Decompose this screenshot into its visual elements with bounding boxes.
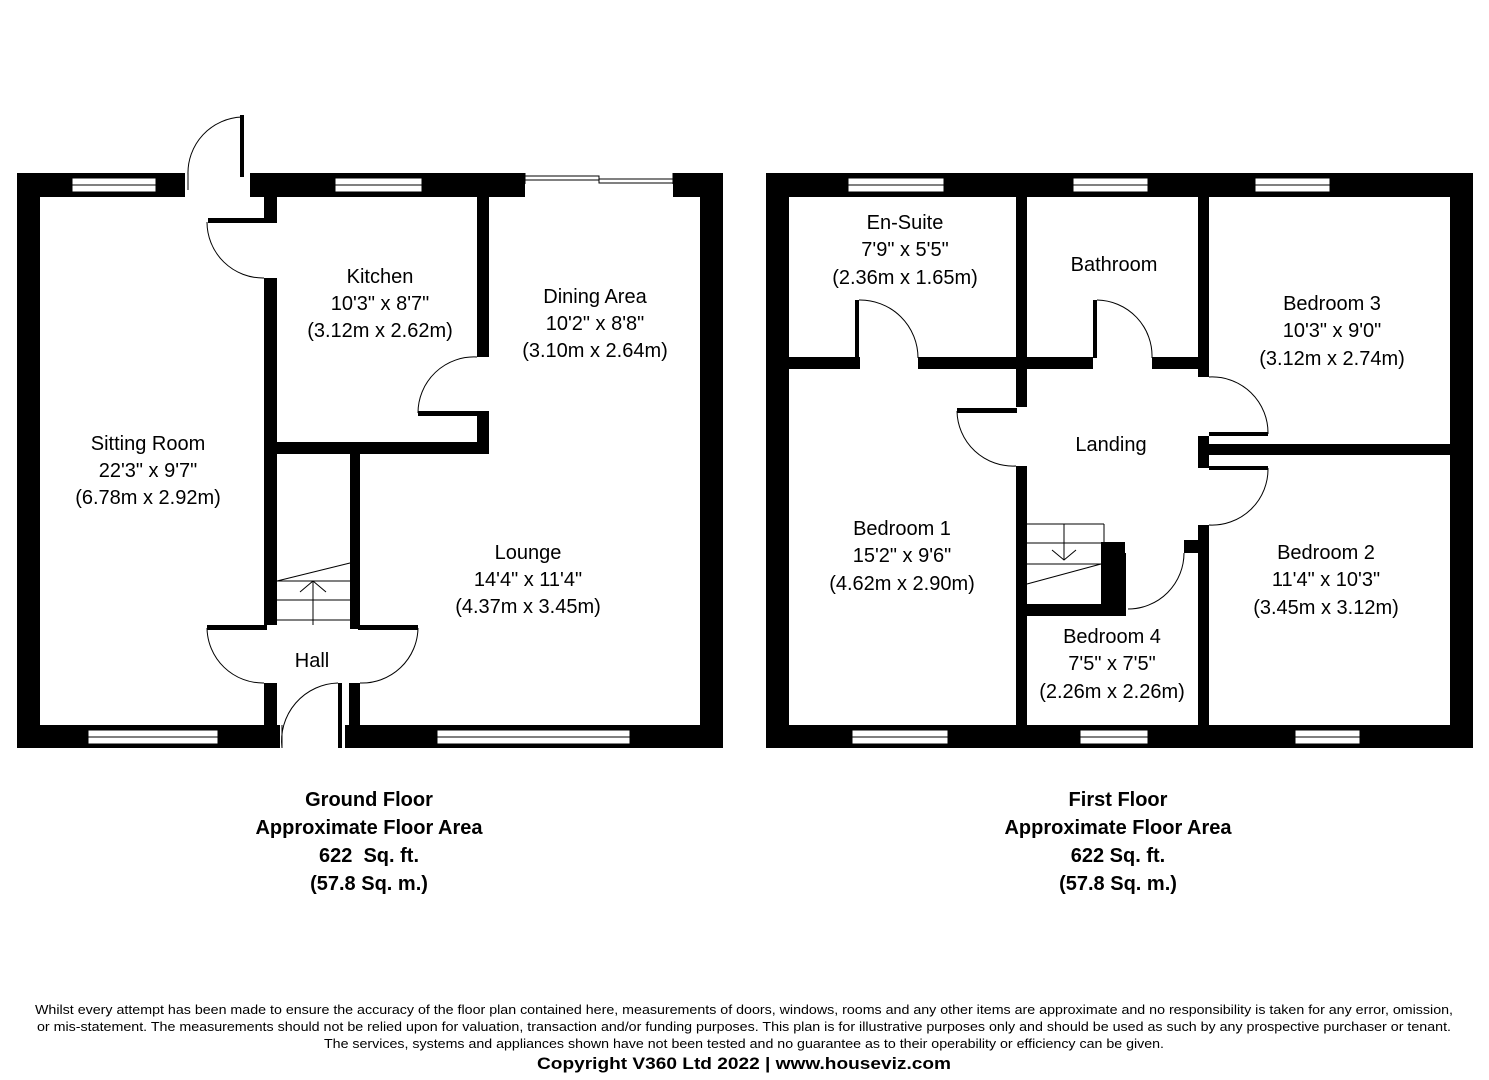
first-floor-stairs [1026,523,1105,585]
floor-title: Ground Floor [305,789,433,811]
floor-area-sqm: (57.8 Sq. m.) [310,873,428,895]
ground-floor-windows [71,177,631,745]
room-imperial: 15'2" x 9'6" [853,545,952,567]
ground-floor-stairs [276,562,351,625]
ground-floor-labels: Sitting Room 22'3" x 9'7" (6.78m x 2.92m… [75,266,668,672]
room-name: Hall [295,650,329,672]
room-name: Landing [1075,434,1146,456]
room-name: En-Suite [867,212,944,234]
floor-area-sqm: (57.8 Sq. m.) [1059,873,1177,895]
room-metric: (3.12m x 2.62m) [307,320,453,342]
room-imperial: 22'3" x 9'7" [99,460,198,482]
room-name: Kitchen [347,266,414,288]
copyright: Copyright V360 Ltd 2022 | www.houseviz.c… [537,1054,951,1073]
room-metric: (4.62m x 2.90m) [829,573,975,595]
room-imperial: 10'3" x 9'0" [1283,320,1382,342]
sliding-door [524,173,674,184]
first-floor-labels: En-Suite 7'9" x 5'5" (2.36m x 1.65m) Bat… [829,212,1405,703]
ground-floor-plan: Sitting Room 22'3" x 9'7" (6.78m x 2.92m… [17,115,723,895]
room-name: Dining Area [543,286,647,308]
room-name: Bathroom [1071,254,1158,276]
room-name: Bedroom 4 [1063,626,1161,648]
room-imperial: 10'2" x 8'8" [546,313,645,335]
room-metric: (2.36m x 1.65m) [832,267,978,289]
ground-floor-caption: Ground Floor Approximate Floor Area 622 … [255,789,483,895]
floor-area-sqft: 622 Sq. ft. [1071,845,1165,867]
room-name: Sitting Room [91,433,206,455]
first-floor-plan: En-Suite 7'9" x 5'5" (2.36m x 1.65m) Bat… [766,173,1473,895]
room-imperial: 14'4" x 11'4" [474,569,582,591]
room-imperial: 7'9" x 5'5" [861,239,948,261]
first-floor-windows [847,177,1361,745]
room-metric: (3.45m x 3.12m) [1253,597,1399,619]
room-metric: (2.26m x 2.26m) [1039,681,1185,703]
floor-area-label: Approximate Floor Area [255,817,483,839]
room-imperial: 10'3" x 8'7" [331,293,430,315]
room-metric: (3.12m x 2.74m) [1259,348,1405,370]
first-floor-caption: First Floor Approximate Floor Area 622 S… [1004,789,1232,895]
room-name: Bedroom 3 [1283,293,1381,315]
floor-title: First Floor [1069,789,1168,811]
footer: Whilst every attempt has been made to en… [35,1003,1453,1073]
room-imperial: 11'4" x 10'3" [1272,569,1380,591]
ground-floor-doors [187,115,478,749]
floor-area-label: Approximate Floor Area [1004,817,1232,839]
room-metric: (6.78m x 2.92m) [75,487,221,509]
room-metric: (3.10m x 2.64m) [522,340,668,362]
first-floor-doors [855,299,1269,610]
disclaimer-line: or mis-statement. The measurements shoul… [37,1020,1451,1034]
floor-area-sqft: 622 Sq. ft. [319,845,419,867]
room-name: Bedroom 2 [1277,542,1375,564]
room-name: Bedroom 1 [853,518,951,540]
room-name: Lounge [495,542,562,564]
room-metric: (4.37m x 3.45m) [455,596,601,618]
room-imperial: 7'5" x 7'5" [1068,653,1155,675]
disclaimer-line: Whilst every attempt has been made to en… [35,1003,1453,1017]
disclaimer-line: The services, systems and appliances sho… [324,1037,1164,1051]
